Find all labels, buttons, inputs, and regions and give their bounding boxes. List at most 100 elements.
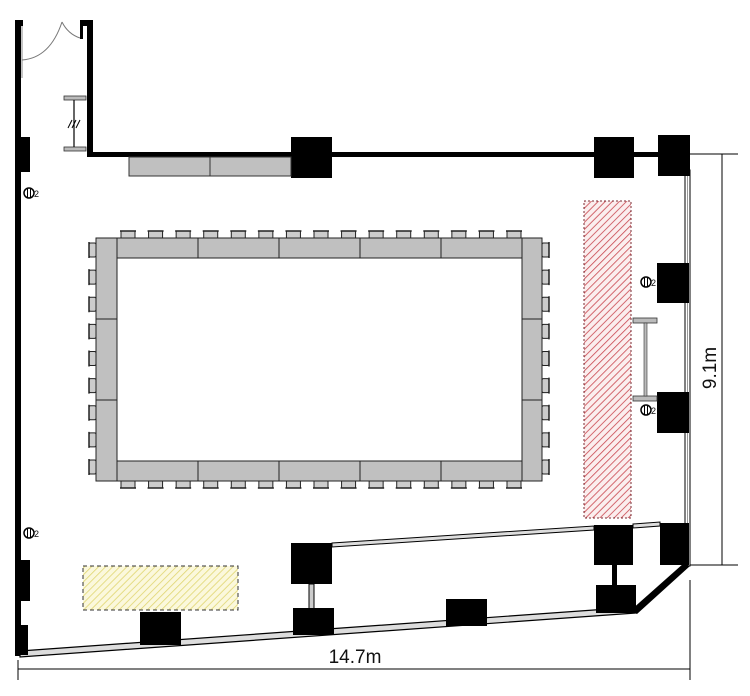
chair xyxy=(120,480,136,489)
table xyxy=(95,237,118,320)
column xyxy=(293,608,334,635)
entrance-door[interactable] xyxy=(21,21,81,78)
table xyxy=(359,237,442,259)
chair xyxy=(88,296,97,313)
chair-seat xyxy=(285,230,301,239)
chair xyxy=(230,480,247,489)
chair xyxy=(202,230,219,239)
entrance-jamb xyxy=(80,20,83,39)
chair xyxy=(541,350,550,367)
chair xyxy=(88,377,97,394)
chair-seat xyxy=(258,230,274,239)
chair-seat xyxy=(120,480,136,489)
chair-seat xyxy=(120,230,136,239)
outlet-circle xyxy=(640,404,652,416)
hollow-square-seating xyxy=(88,230,550,489)
chair xyxy=(395,480,412,489)
chair-seat xyxy=(88,378,97,394)
column xyxy=(17,560,30,601)
outlet-circle xyxy=(23,187,35,199)
chair xyxy=(175,480,192,489)
outlet-icon: 2 xyxy=(640,276,656,288)
table xyxy=(278,237,361,259)
chair xyxy=(88,323,97,340)
chair-seat xyxy=(478,480,494,489)
chair-seat xyxy=(478,230,494,239)
chair-seat xyxy=(541,378,550,394)
chair-seat xyxy=(451,230,467,239)
outlet-icon: 2 xyxy=(23,187,39,199)
width-label: 14.7m xyxy=(329,647,382,668)
table xyxy=(440,237,523,259)
table xyxy=(95,399,118,482)
table xyxy=(521,399,543,482)
table xyxy=(359,460,442,482)
chair-seat xyxy=(396,230,412,239)
column xyxy=(291,543,332,584)
column xyxy=(596,585,636,613)
table xyxy=(521,237,543,320)
corner-diagonal-wall xyxy=(630,563,690,614)
chair xyxy=(285,230,302,239)
chair-seat xyxy=(451,480,467,489)
reception-zone[interactable] xyxy=(82,565,239,611)
chair xyxy=(368,230,385,239)
chair xyxy=(395,230,412,239)
column xyxy=(446,599,487,626)
outlet-circle xyxy=(640,276,652,288)
chair xyxy=(506,230,522,239)
coat-rack xyxy=(632,317,658,402)
outlet-circle xyxy=(23,527,35,539)
chair xyxy=(541,296,550,313)
chair-seat xyxy=(423,480,439,489)
column xyxy=(291,137,332,178)
column xyxy=(657,263,689,303)
outlet-label: 2 xyxy=(34,189,39,199)
left-wall xyxy=(15,20,21,656)
chair-seat xyxy=(88,323,97,339)
chair-seat xyxy=(258,480,274,489)
table xyxy=(278,460,361,482)
chair-seat xyxy=(175,230,191,239)
column xyxy=(594,137,634,178)
outlet-label: 2 xyxy=(34,529,39,539)
entrance-wall-right xyxy=(87,20,93,157)
column xyxy=(658,135,690,176)
chair-seat xyxy=(148,230,164,239)
column xyxy=(140,612,181,645)
chair-seat xyxy=(541,351,550,366)
depth-label: 9.1m xyxy=(700,347,721,389)
chair xyxy=(541,377,550,394)
chair-seat xyxy=(368,480,384,489)
right-wall-window xyxy=(684,169,691,567)
chair xyxy=(541,431,550,448)
chair-seat xyxy=(148,480,164,489)
chair xyxy=(450,230,467,239)
chair-seat xyxy=(541,242,550,258)
coat-rack xyxy=(63,95,87,152)
chair-seat xyxy=(313,230,329,239)
chair xyxy=(88,242,97,258)
chair xyxy=(478,230,495,239)
chair-seat xyxy=(541,323,550,339)
chair-seat xyxy=(313,480,329,489)
chair-seat xyxy=(230,480,246,489)
column-connector xyxy=(308,583,315,610)
chair-seat xyxy=(506,230,522,239)
chair xyxy=(541,242,550,258)
column-connector xyxy=(612,565,617,586)
chair-seat xyxy=(541,459,550,475)
chair-seat xyxy=(88,405,97,421)
stage-zone[interactable] xyxy=(583,200,632,519)
chair xyxy=(88,350,97,367)
outlet-label: 2 xyxy=(651,278,656,288)
chair xyxy=(423,230,440,239)
chair xyxy=(313,480,329,489)
entrance-cap-right xyxy=(80,20,93,26)
chair xyxy=(147,230,164,239)
chair xyxy=(257,230,274,239)
chair-seat xyxy=(175,480,191,489)
outlet-icon: 2 xyxy=(23,527,39,539)
